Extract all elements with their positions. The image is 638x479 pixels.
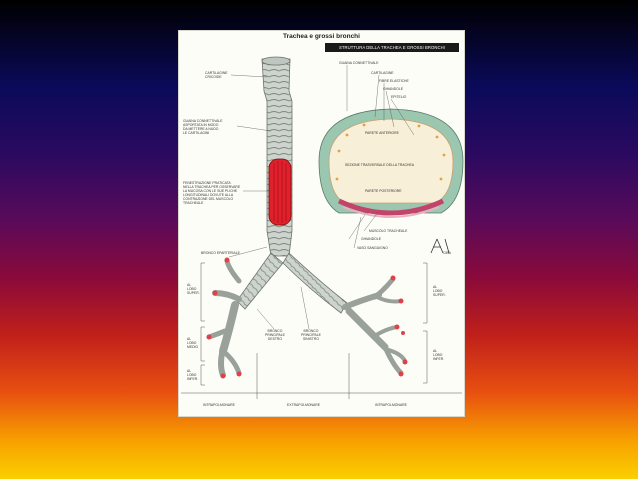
fibers-label: FIBRE ELASTICHE: [379, 79, 409, 83]
vessel-label: VASO SANGUIGNO: [357, 246, 388, 250]
eparterial-label: BRONCO EPARTERIALE: [201, 251, 240, 255]
intrapulmonary-left: INTRAPOLMONARE: [203, 403, 235, 407]
left-main-bronchus: [237, 253, 283, 309]
extrapulmonary: EXTRAPOLMONARE: [287, 403, 320, 407]
glands2-label: GHIANDOLE: [361, 237, 381, 241]
intrapulmonary-right: INTRAPOLMONARE: [375, 403, 407, 407]
cartilage-label: CARTILAGINE: [371, 71, 394, 75]
transverse-section-label: SEZIONE TRASVERSALE DELLA TRACHEA: [345, 163, 414, 167]
l-upper-label: AL LOBO SUPER.: [433, 285, 446, 297]
cricoid-label: CARTILAGINE CRICOIDE: [205, 71, 228, 79]
l-lower-label: AL LOBO INFER.: [433, 349, 444, 361]
signature-text: CIBA: [443, 251, 451, 255]
glands-label: GHIANDOLE: [383, 87, 403, 91]
plate-title: Trachea e grossi bronchi: [179, 33, 464, 40]
mucosa-window: [269, 159, 291, 225]
epithelium-label: EPITELIO: [391, 95, 406, 99]
anterior-wall-label: PARETE ANTERIORE: [365, 131, 399, 135]
left-main-label: BRONCO PRINCIPALE SINISTRO: [301, 329, 321, 341]
right-main-label: BRONCO PRINCIPALE DESTRO: [265, 329, 285, 341]
trachea: [262, 59, 292, 256]
posterior-wall-label: PARETE POSTERIORE: [365, 189, 402, 193]
tracheal-muscle-label: MUSCOLO TRACHEALE: [369, 229, 407, 233]
sheath-label: GUAINA CONNETTIVALE: [339, 61, 379, 65]
r-lower-label: AL LOBO INFER.: [187, 369, 198, 381]
anatomy-plate: Trachea e grossi bronchi STRUTTURA DELLA…: [178, 30, 465, 417]
sheath-note: GUAINA CONNETTIVALE ASPORTATA IN MODO DA…: [183, 119, 223, 135]
right-main-bronchus: [283, 253, 347, 313]
structure-banner: STRUTTURA DELLA TRACHEA E GROSSI BRONCHI: [325, 43, 459, 52]
r-middle-label: AL LOBO MEDIO: [187, 337, 198, 349]
window-note: FENESTRAZIONE PRATICATA NELLA TRACHEA PE…: [183, 181, 240, 205]
r-upper-label: AL LOBO SUPER.: [187, 283, 200, 295]
trachea-illustration: [179, 31, 464, 416]
